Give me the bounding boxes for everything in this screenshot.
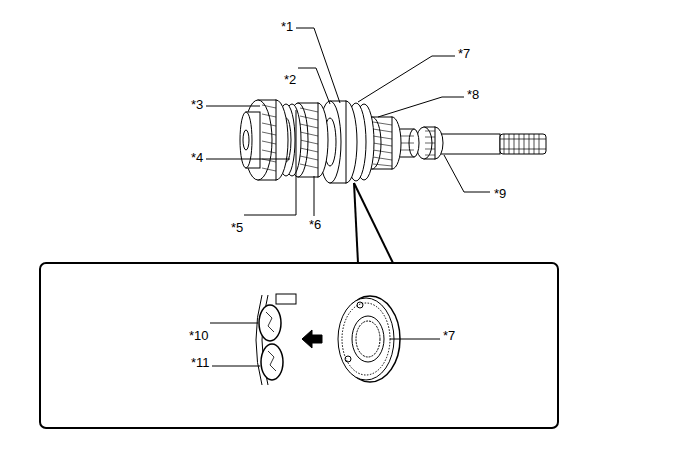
callout-number: *2 [283,72,297,87]
callout-number: *8 [466,87,480,102]
callout-number: *5 [230,220,244,235]
callout-number: *9 [493,186,507,201]
callout-number: *1 [280,19,294,34]
callout-number: *7 [457,46,471,61]
callout-number: *6 [308,217,322,232]
callout-number: *11 [190,355,211,370]
callout-number: *10 [188,328,210,343]
callout-number: *4 [190,150,204,165]
callout-number: *3 [190,97,204,112]
callout-number: *7 [442,328,456,343]
